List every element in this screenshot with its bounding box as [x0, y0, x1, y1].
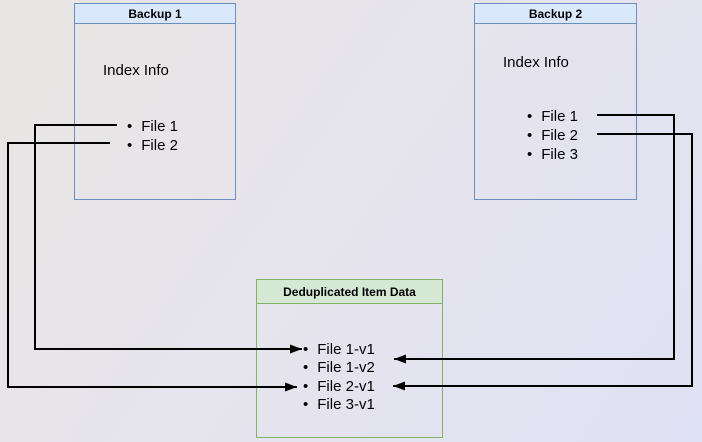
- dedup-item-list: File 1-v1 File 1-v2 File 2-v1 File 3-v1: [303, 340, 375, 414]
- backup2-node: Backup 2 Index Info File 1 File 2 File 3: [474, 3, 637, 200]
- list-item: File 1: [527, 107, 578, 126]
- backup2-file-list: File 1 File 2 File 3: [527, 107, 578, 164]
- list-item: File 2-v1: [303, 377, 375, 396]
- list-item: File 1-v1: [303, 340, 375, 359]
- list-item: File 1-v2: [303, 359, 375, 378]
- list-item: File 1: [127, 117, 178, 136]
- backup1-file-list: File 1 File 2: [127, 117, 178, 155]
- backup1-node: Backup 1 Index Info File 1 File 2: [74, 3, 236, 200]
- list-item: File 2: [527, 126, 578, 145]
- list-item: File 3-v1: [303, 396, 375, 415]
- backup2-title: Backup 2: [475, 4, 636, 24]
- backup1-title: Backup 1: [75, 4, 235, 24]
- backup2-index-info-label: Index Info: [503, 54, 569, 71]
- list-item: File 3: [527, 145, 578, 164]
- list-item: File 2: [127, 136, 178, 155]
- backup1-index-info-label: Index Info: [103, 62, 169, 79]
- dedup-node: Deduplicated Item Data File 1-v1 File 1-…: [256, 279, 443, 438]
- dedup-title: Deduplicated Item Data: [257, 280, 442, 304]
